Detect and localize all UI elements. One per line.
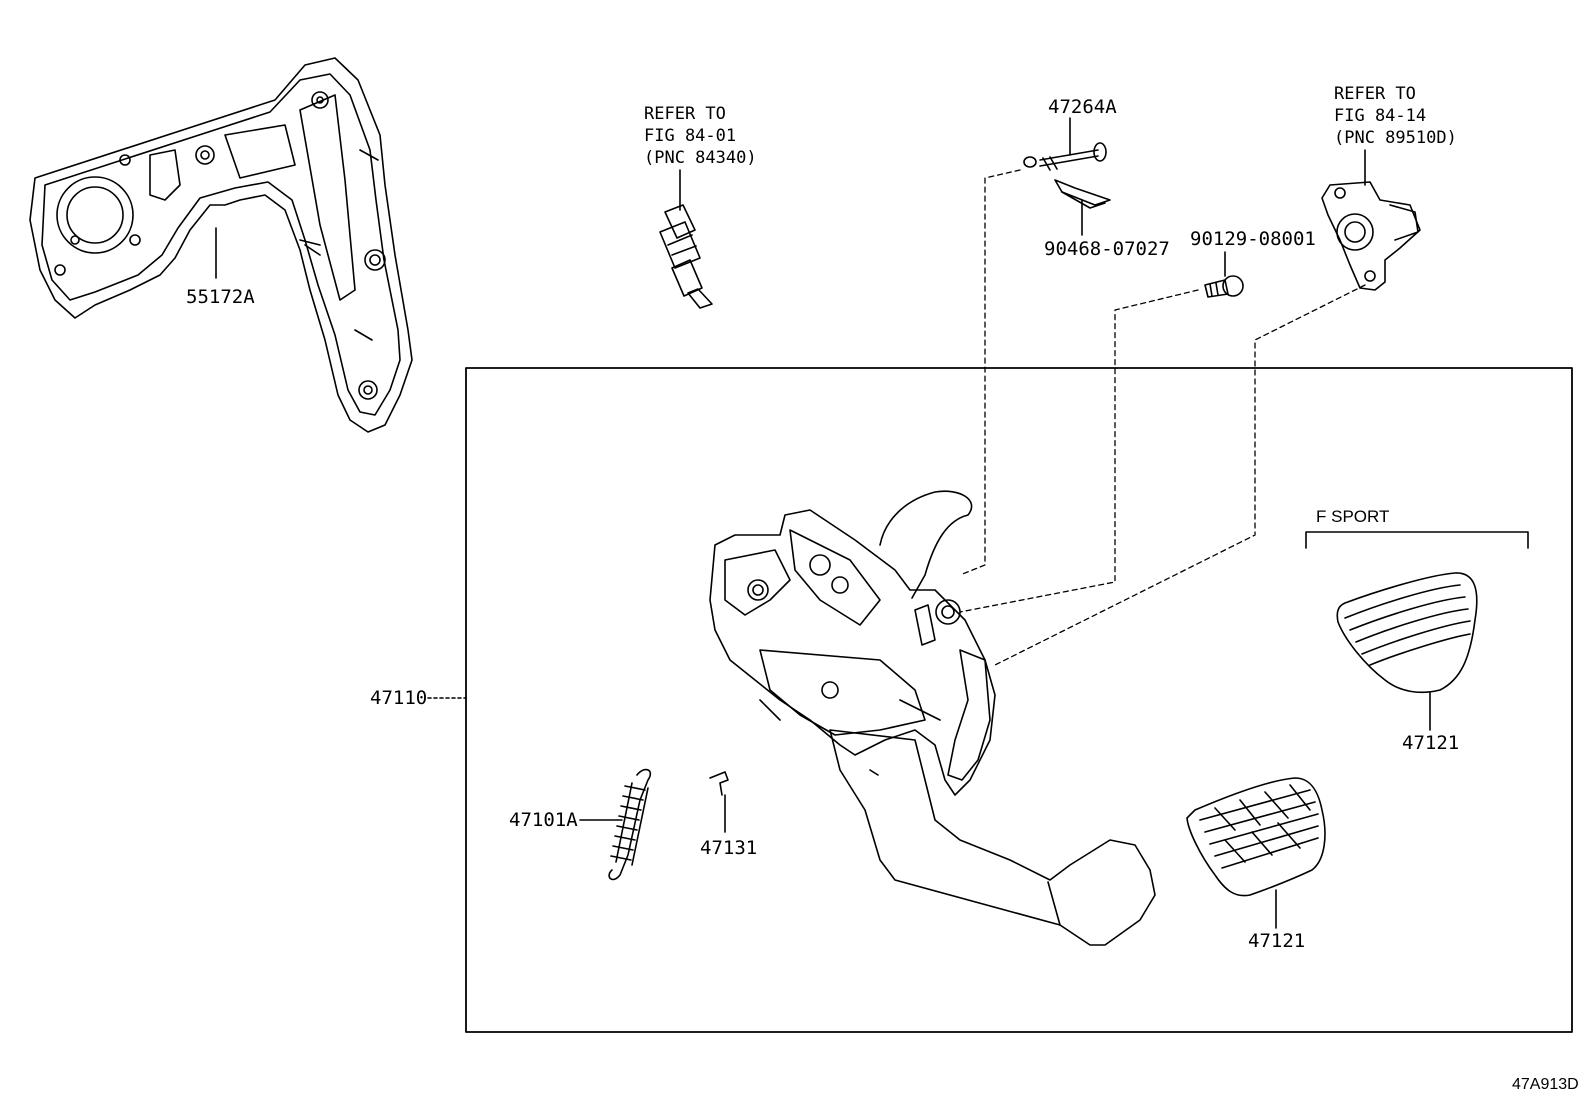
connection-lines [959,169,1366,666]
f-sport-bracket [1305,531,1529,549]
pedal-assy-frame [465,367,1573,1033]
ref-sensor-line1: REFER TO [1334,84,1416,104]
label-47110: 47110 [370,687,428,709]
label-90129-08001: 90129-08001 [1190,228,1316,250]
ref-sensor-line2: FIG 84-14 [1334,106,1427,126]
diagram-code: 47A913D [1512,1076,1579,1093]
retaining-clip [1054,179,1111,209]
pedal-support-bracket [29,57,413,433]
ref-switch-line2: FIG 84-01 [644,126,737,146]
stroke-sensor [1321,181,1421,291]
ref-switch-line3: (PNC 84340) [644,148,757,168]
stopper-cushion [709,771,729,796]
label-47264a: 47264A [1048,96,1117,118]
label-47131: 47131 [700,837,758,859]
ref-switch-line1: REFER TO [644,104,726,124]
mounting-bolt [1204,275,1244,298]
label-90468-07027: 90468-07027 [1044,238,1170,260]
label-47121-standard: 47121 [1248,930,1306,952]
ref-sensor-line3: (PNC 89510D) [1334,128,1457,148]
label-f-sport: F SPORT [1316,507,1390,526]
pedal-pad-standard [1186,777,1326,897]
return-spring [608,768,652,881]
brake-pedal-assembly [709,490,1156,946]
label-55172a: 55172A [186,286,255,308]
label-47101a: 47101A [509,809,578,831]
pedal-pin [1023,142,1107,171]
label-47121-sport: 47121 [1402,732,1460,754]
brake-lamp-switch [659,204,713,309]
pedal-pad-f-sport [1336,572,1478,694]
